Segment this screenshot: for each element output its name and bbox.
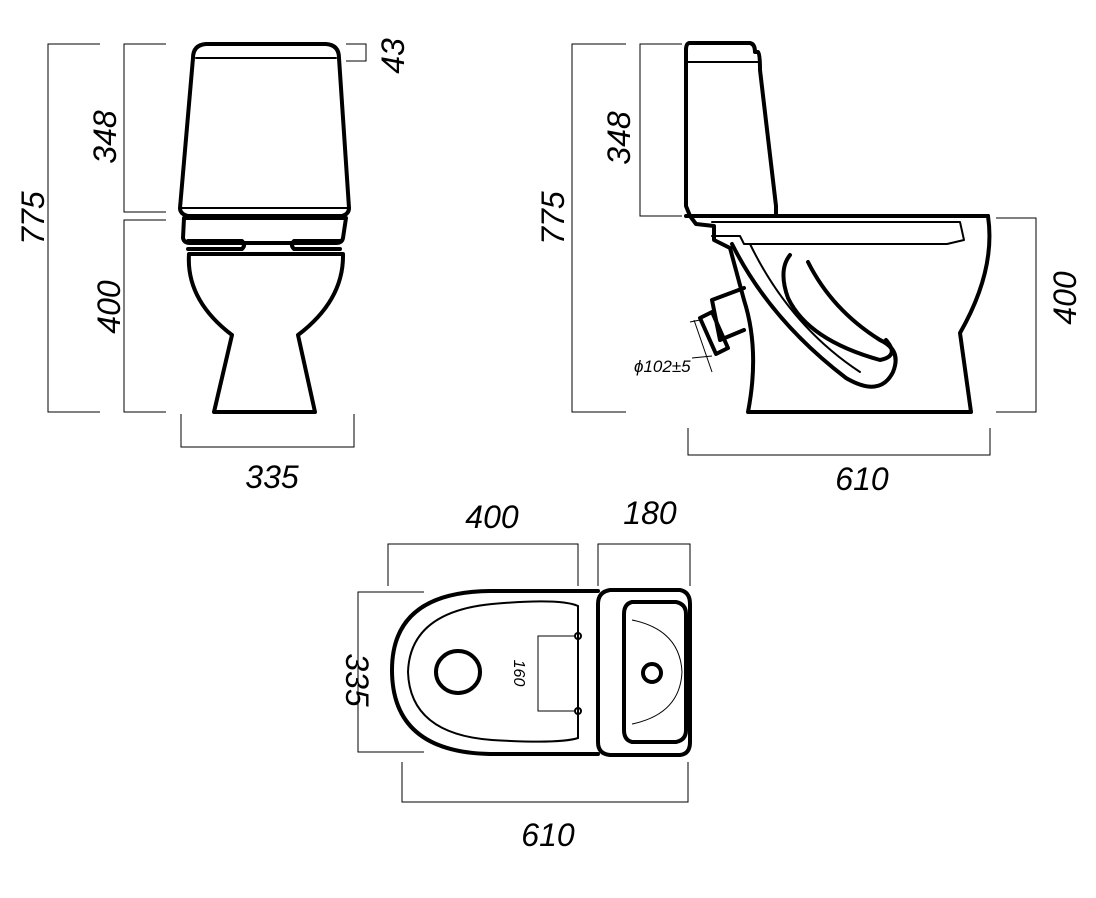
front-335-label: 335 [245, 459, 299, 495]
side-seat-inner [711, 221, 965, 245]
side-outlet-flange [698, 310, 730, 356]
top-400-label: 400 [465, 499, 519, 535]
side-outlet-pipe [710, 286, 746, 342]
front-335-dimension-line [180, 414, 355, 448]
side-trapway-inner [749, 243, 861, 373]
side-610-dimension-line [687, 428, 991, 456]
side-outlet-label: ϕ102±5 [634, 357, 691, 376]
front-775-dimension-line [47, 43, 100, 413]
front-view: 775 348 400 43 335 [15, 38, 411, 495]
top-180-dimension-line [597, 543, 691, 586]
top-180-label: 180 [623, 495, 677, 531]
side-775-dimension-line [571, 43, 626, 413]
front-348-dimension-line [123, 43, 166, 213]
front-43-dimension-line [346, 43, 367, 62]
front-348-label: 348 [87, 110, 123, 164]
top-drain [434, 649, 482, 695]
front-775-label: 775 [15, 191, 51, 245]
top-335-dimension-line [357, 591, 424, 753]
top-400-dimension-line [387, 543, 579, 586]
side-outlet-leader-bottom [691, 355, 713, 359]
side-outlet-leader [693, 319, 713, 373]
top-flush-button [641, 662, 663, 684]
side-bowl-outline [688, 214, 992, 414]
side-775-label: 775 [535, 191, 571, 245]
top-tank-arc [631, 619, 683, 725]
top-tank-inner [622, 600, 688, 744]
top-mount-hole-2 [574, 707, 582, 715]
side-348-dimension-line [639, 43, 682, 217]
side-400-dimension-line [996, 217, 1037, 413]
top-bowl-outer [390, 589, 600, 756]
front-bowl-outline [186, 252, 346, 414]
side-tank-outline [684, 41, 778, 218]
front-400-label: 400 [91, 280, 127, 334]
top-tank-outer [596, 588, 692, 757]
front-43-label: 43 [375, 38, 411, 74]
top-bowl-inner [407, 600, 579, 743]
front-right-slot [290, 239, 342, 251]
side-trapway-outer [730, 242, 898, 389]
top-mount-hole-1 [574, 632, 582, 640]
top-610-dimension-line [401, 762, 689, 803]
top-view: 160 400 180 335 610 [339, 495, 692, 853]
top-610-label: 610 [521, 817, 575, 853]
front-left-slot [186, 239, 246, 251]
side-trap-opening [781, 253, 894, 362]
side-348-label: 348 [601, 111, 637, 165]
side-400-label: 400 [1047, 271, 1083, 325]
front-400-dimension-line [123, 219, 166, 413]
side-610-label: 610 [835, 461, 889, 497]
top-160-dimension-line [537, 635, 574, 712]
side-view: ϕ102±5 775 348 400 610 [535, 41, 1083, 497]
side-outlet-leader-top [689, 319, 701, 323]
front-tank-outline [178, 42, 351, 218]
top-160-label: 160 [510, 660, 527, 687]
top-335-label: 335 [339, 653, 375, 707]
